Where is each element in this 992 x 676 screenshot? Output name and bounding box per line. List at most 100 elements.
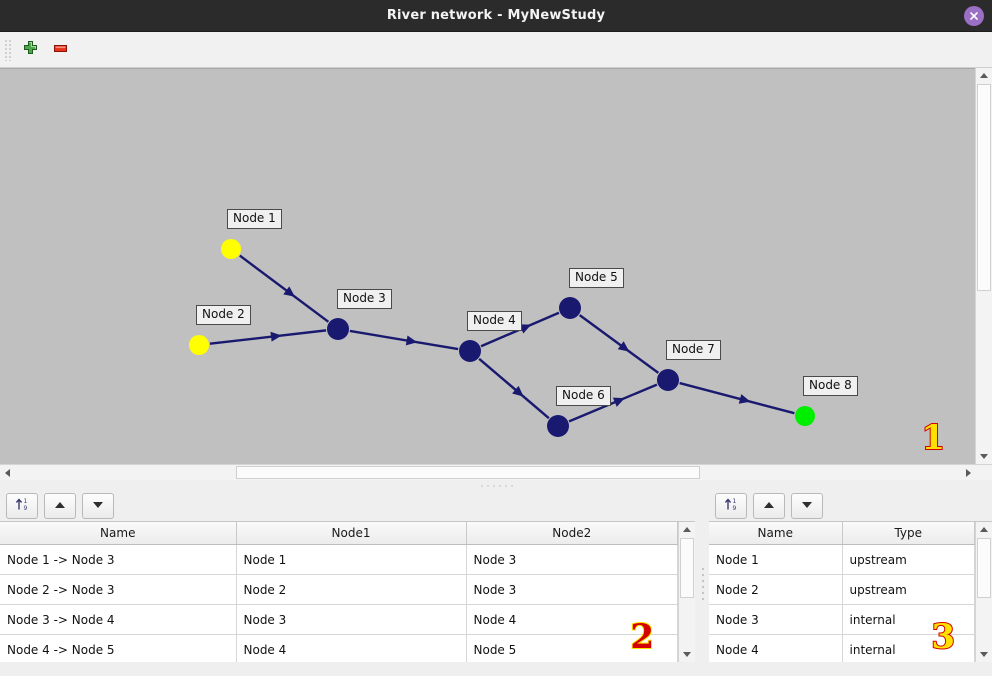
column-header-name[interactable]: Name xyxy=(709,522,843,545)
graph-node-label[interactable]: Node 1 xyxy=(227,209,282,229)
table-cell[interactable]: Node 2 -> Node 3 xyxy=(0,574,237,605)
triangle-down-icon xyxy=(800,499,814,513)
graph-node-label[interactable]: Node 5 xyxy=(569,268,624,288)
horizontal-scroll-thumb[interactable] xyxy=(236,466,700,479)
scroll-down-icon[interactable] xyxy=(976,647,992,662)
table-cell[interactable]: Node 2 xyxy=(709,574,843,605)
graph-node[interactable] xyxy=(221,239,241,259)
scroll-left-icon[interactable] xyxy=(0,465,15,480)
table-cell[interactable]: Node 1 xyxy=(236,544,467,575)
graph-node[interactable] xyxy=(547,415,569,437)
table-cell[interactable]: upstream xyxy=(842,574,975,605)
graph-edge[interactable] xyxy=(679,381,795,415)
column-header-type[interactable]: Type xyxy=(842,522,975,545)
edges-move-down-button[interactable] xyxy=(82,492,114,519)
edges-move-up-button[interactable] xyxy=(44,492,76,519)
graph-node-label[interactable]: Node 2 xyxy=(196,305,251,325)
graph-edge[interactable] xyxy=(578,314,660,374)
vertical-scroll-thumb[interactable] xyxy=(680,538,694,598)
nodes-move-down-button[interactable] xyxy=(791,492,823,519)
toolbar-grip[interactable] xyxy=(4,38,12,61)
column-header-node1[interactable]: Node1 xyxy=(236,522,467,545)
graph-node[interactable] xyxy=(189,335,209,355)
edges-vertical-scrollbar[interactable] xyxy=(678,522,695,662)
graph-edge[interactable] xyxy=(209,329,327,345)
graph-edge[interactable] xyxy=(239,254,330,323)
table-cell[interactable]: Node 4 xyxy=(709,634,843,662)
table-cell[interactable]: Node 4 xyxy=(466,604,678,635)
table-cell[interactable]: Node 4 xyxy=(236,634,467,662)
graph-node-label[interactable]: Node 8 xyxy=(803,376,858,396)
graph-area: Node 1 Node 2 Node 3 Node 4 Node 5 Node 6 Node… xyxy=(0,68,992,465)
column-header-node2[interactable]: Node2 xyxy=(466,522,678,545)
vertical-scroll-thumb[interactable] xyxy=(977,538,991,598)
graph-canvas[interactable]: Node 1 Node 2 Node 3 Node 4 Node 5 Node 6 Node… xyxy=(0,68,975,465)
remove-node-button[interactable] xyxy=(45,36,75,64)
edge-arrow-icon xyxy=(738,394,751,404)
table-cell[interactable]: Node 5 xyxy=(466,634,678,662)
table-cell[interactable]: Node 1 -> Node 3 xyxy=(0,544,237,575)
nodes-sort-button[interactable]: 1 9 xyxy=(715,492,747,519)
table-cell[interactable]: Node 3 xyxy=(236,604,467,635)
graph-node[interactable] xyxy=(657,369,679,391)
edges-sort-button[interactable]: 1 9 xyxy=(6,492,38,519)
graph-node[interactable] xyxy=(327,318,349,340)
graph-node-label[interactable]: Node 6 xyxy=(556,386,611,406)
graph-edge[interactable] xyxy=(478,357,550,420)
scroll-up-icon[interactable] xyxy=(976,68,992,83)
graph-node-label[interactable]: Node 7 xyxy=(666,340,721,360)
graph-edge[interactable] xyxy=(349,329,459,351)
graph-node[interactable] xyxy=(795,406,815,426)
table-cell[interactable]: Node 3 -> Node 4 xyxy=(0,604,237,635)
edges-pane-footer xyxy=(0,662,695,676)
table-cell[interactable]: Node 3 xyxy=(466,574,678,605)
table-cell[interactable]: upstream xyxy=(842,544,975,575)
graph-node-label[interactable]: Node 4 xyxy=(467,311,522,331)
vertical-splitter[interactable] xyxy=(695,490,709,676)
graph-edge[interactable] xyxy=(568,383,658,423)
graph-node[interactable] xyxy=(459,340,481,362)
edges-pane: 1 9 xyxy=(0,490,695,676)
graph-node[interactable] xyxy=(559,297,581,319)
scroll-right-icon[interactable] xyxy=(961,465,976,480)
vertical-scroll-thumb[interactable] xyxy=(977,84,991,291)
scroll-up-icon[interactable] xyxy=(679,522,695,537)
sort-ascending-icon: 1 9 xyxy=(14,496,30,515)
scroll-down-icon[interactable] xyxy=(679,647,695,662)
table-cell[interactable]: internal xyxy=(842,604,975,635)
table-cell[interactable]: Node 4 -> Node 5 xyxy=(0,634,237,662)
graph-node-label[interactable]: Node 3 xyxy=(337,289,392,309)
table-cell[interactable]: Node 3 xyxy=(466,544,678,575)
svg-text:9: 9 xyxy=(24,505,28,512)
scroll-up-icon[interactable] xyxy=(976,522,992,537)
add-node-button[interactable] xyxy=(15,36,45,64)
column-header-name[interactable]: Name xyxy=(0,522,237,545)
close-icon[interactable] xyxy=(964,5,984,26)
table-cell[interactable]: internal xyxy=(842,634,975,662)
nodes-pane-footer xyxy=(709,662,992,676)
nodes-move-up-button[interactable] xyxy=(753,492,785,519)
table-cell[interactable]: Node 3 xyxy=(709,604,843,635)
graph-horizontal-scrollbar[interactable] xyxy=(0,464,992,480)
scrollbar-corner xyxy=(976,465,992,480)
table-cell[interactable]: Node 2 xyxy=(236,574,467,605)
nodes-vertical-scrollbar[interactable] xyxy=(975,522,992,662)
horizontal-splitter[interactable] xyxy=(0,480,992,490)
tables-area: 1 9 xyxy=(0,490,992,676)
table-cell[interactable]: Node 1 xyxy=(709,544,843,575)
scroll-down-icon[interactable] xyxy=(976,449,992,464)
graph-vertical-scrollbar[interactable] xyxy=(975,68,992,464)
splitter-grip-icon xyxy=(700,566,704,600)
